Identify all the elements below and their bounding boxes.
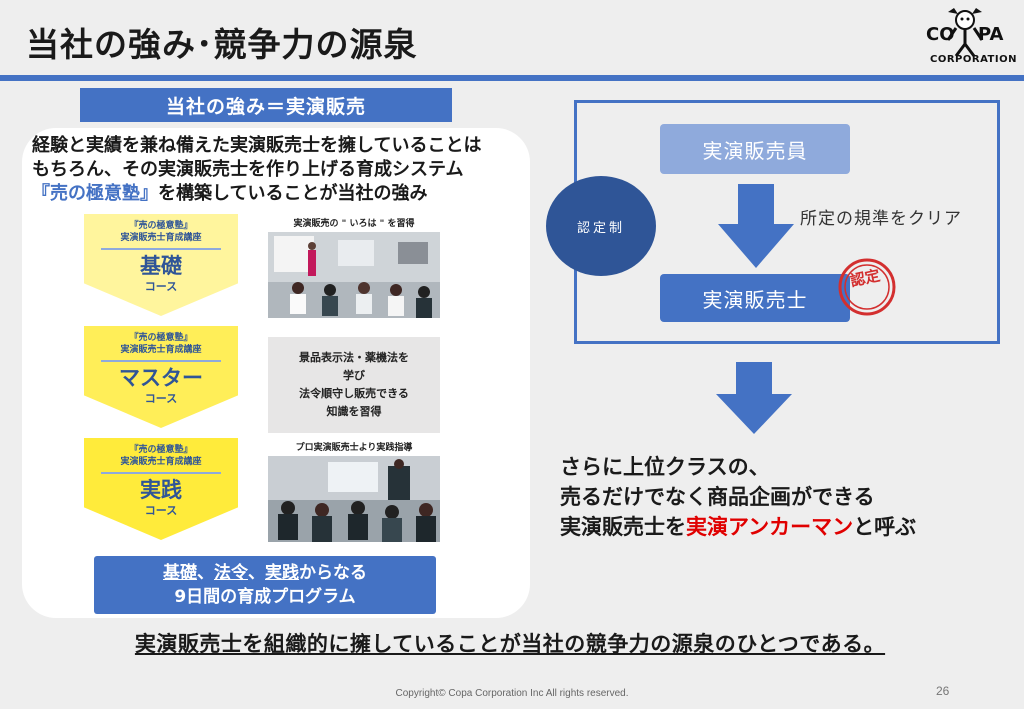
svg-text:認定: 認定 [849,266,882,290]
conclusion-text: 実演販売士を組織的に擁していることが当社の競争力の源泉のひとつである。 [134,632,886,656]
anchorman-highlight: 実演アンカーマン [686,515,854,539]
intro-line-1: 経験と実績を兼ね備えた実演販売士を擁していることは [32,135,482,156]
anchorman-text: さらに上位クラスの、 売るだけでなく商品企画ができる 実演販売士を実演アンカーマ… [560,452,916,542]
arrow-down-icon [716,362,792,434]
training-photo-image [268,456,440,542]
title-divider [0,75,1024,81]
course-name: 実践 [140,478,182,502]
course-sub: 『売の極意塾』実演販売士育成講座 [120,221,202,243]
classroom-photo-2: プロ実演販売士より実践指導 [268,440,440,542]
info-line-4: 知識を習得 [326,405,382,418]
page-number: 26 [936,684,950,698]
intro-line-3-rest: を構築していることが当社の強み [158,183,428,204]
sales-expert-box: 実演販売士 [660,274,850,322]
course-name: 基礎 [140,254,182,278]
criteria-text: 所定の規準をクリア [800,209,962,229]
anchor-line-2: 売るだけでなく商品企画ができる [560,485,875,509]
program-line-1: 基礎、法令、実践からなる [163,563,367,583]
course-label: コース [144,504,178,517]
arrow-down-icon [718,184,794,268]
course-label: コース [144,280,178,293]
sales-staff-box: 実演販売員 [660,124,850,174]
law-info-box: 景品表示法・薬機法を 学び 法令順守し販売できる 知識を習得 [268,337,440,433]
photo-caption: 実演販売の " いろは " を習得 [293,219,415,229]
program-summary-box: 基礎、法令、実践からなる 9日間の育成プログラム [94,556,436,614]
classroom-photo-1: 実演販売の " いろは " を習得 [268,216,440,318]
strength-header: 当社の強み＝実演販売 [80,88,452,122]
photo-caption: プロ実演販売士より実践指導 [295,443,413,453]
program-line-2: 9日間の育成プログラム [174,587,356,607]
school-name: 『売の極意塾』 [32,183,158,204]
info-line-1: 景品表示法・薬機法を [299,351,409,364]
logo-text-co: CO [926,24,955,45]
mascot-icon [946,8,984,57]
logo-text-corporation: CORPORATION [930,54,1017,65]
anchor-line-3: 実演販売士を実演アンカーマンと呼ぶ [560,515,917,539]
intro-text: 経験と実績を兼ね備えた実演販売士を擁していることは もちろん、その実演販売士を作… [32,134,572,206]
course-sub: 『売の極意塾』実演販売士育成講座 [120,445,202,467]
certified-stamp-icon: 認定 [836,256,898,318]
logo-text-pa: PA [978,24,1004,45]
intro-line-3: 『売の極意塾』を構築していることが当社の強み [32,182,572,206]
slide-title: 当社の強み･競争力の源泉 [26,25,418,64]
intro-line-2: もちろん、その実演販売士を作り上げる育成システム [32,159,464,180]
info-line-3: 法令順守し販売できる [299,387,409,400]
certification-system-badge: 認定制 [546,176,656,276]
course-sub: 『売の極意塾』実演販売士育成講座 [120,333,202,355]
course-practice: 『売の極意塾』実演販売士育成講座 実践 コース [84,438,238,540]
copyright-text: Copyright© Copa Corporation Inc All righ… [395,688,629,699]
copa-logo: CO PA CORPORATION [918,4,1016,72]
course-label: コース [144,392,178,405]
anchor-line-1: さらに上位クラスの、 [560,455,770,479]
classroom-photo-image [268,232,440,318]
info-line-2: 学び [343,369,365,382]
course-name: マスター [119,366,203,390]
